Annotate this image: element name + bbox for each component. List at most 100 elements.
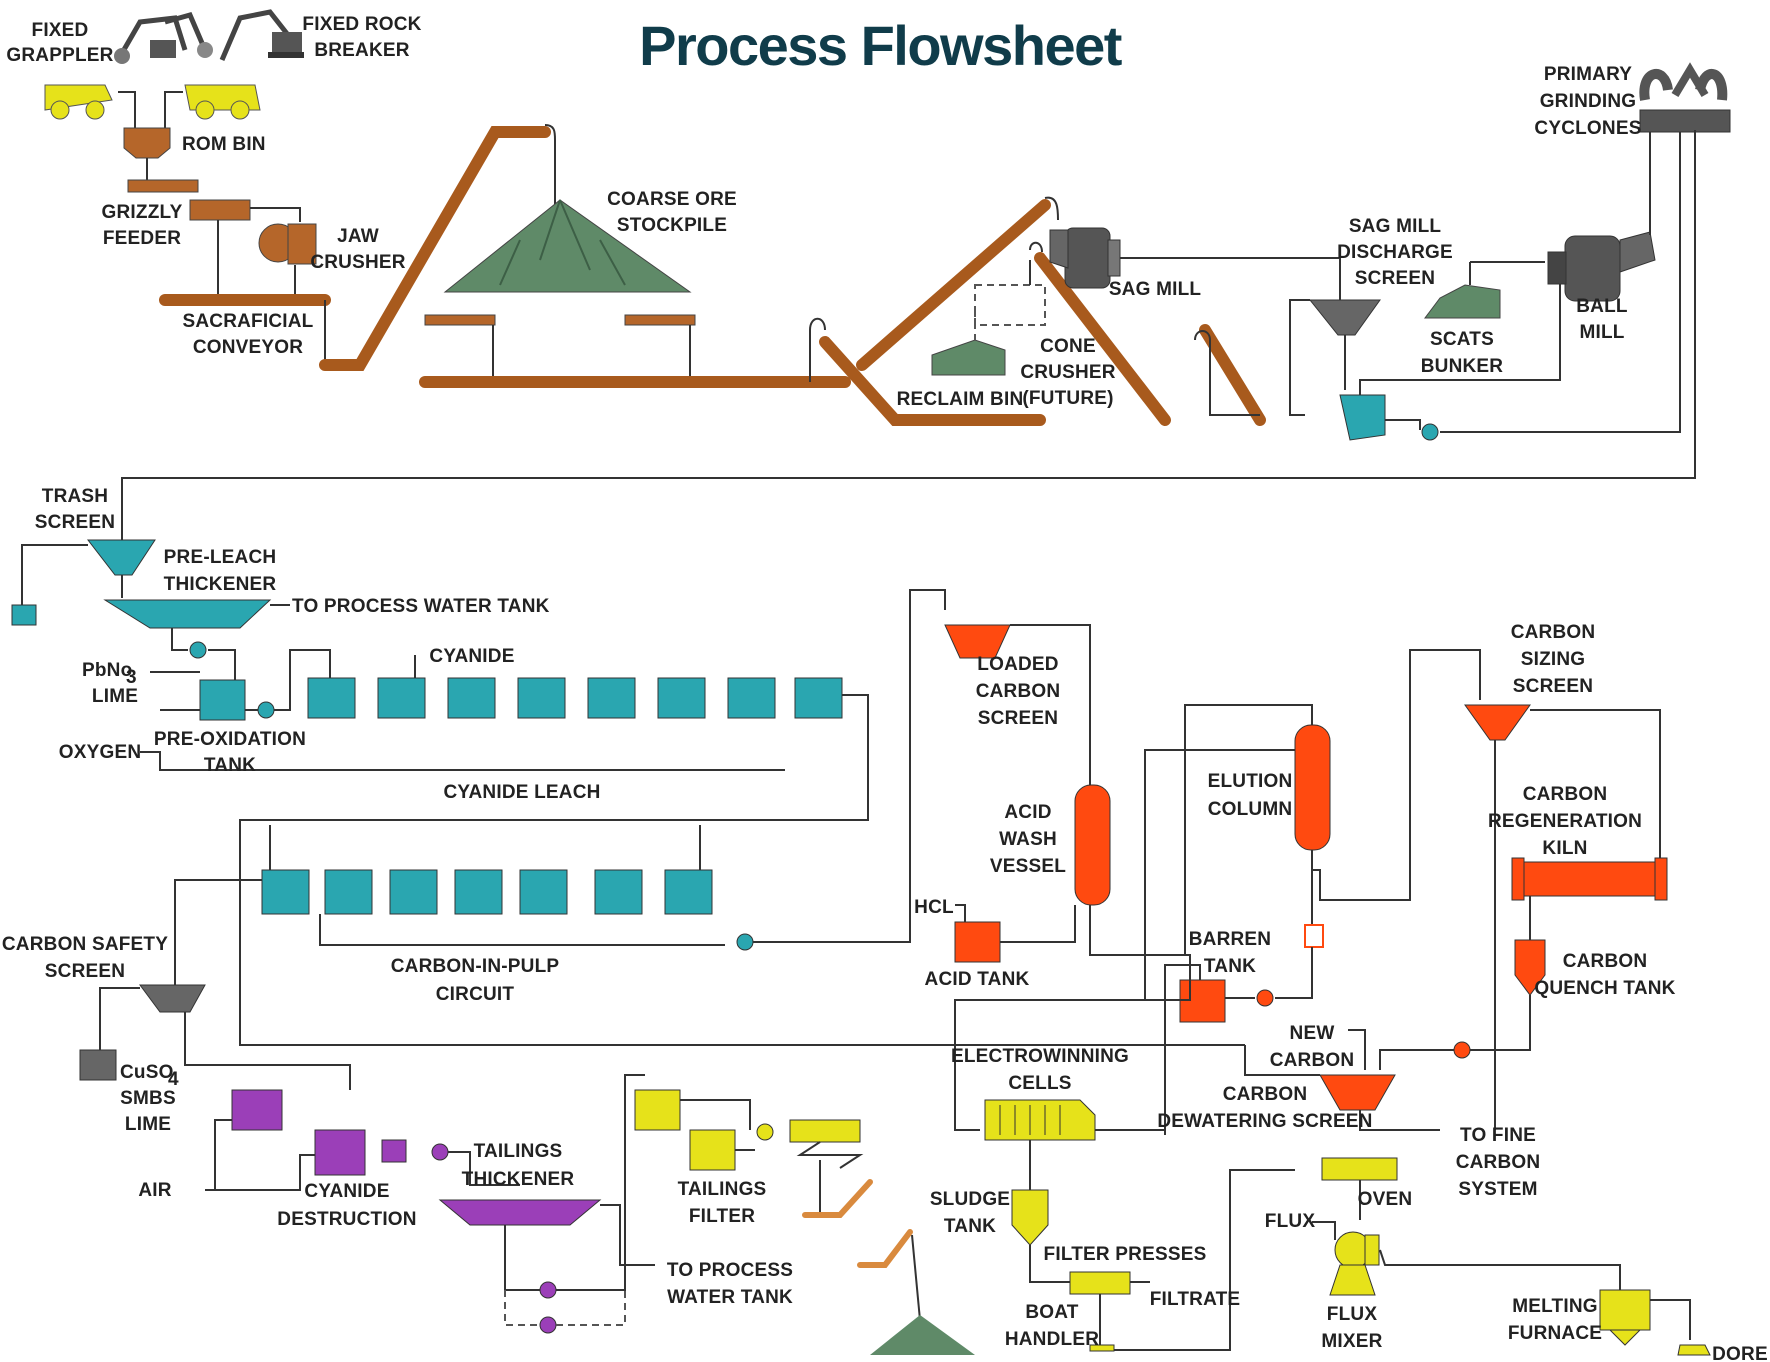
tailings-pump-2-icon: [539, 1316, 557, 1334]
svg-text:(FUTURE): (FUTURE): [1022, 388, 1113, 409]
trash-screen-icon: [86, 539, 156, 576]
svg-text:COARSE ORE: COARSE ORE: [607, 189, 737, 210]
heat-exchanger-icon: [1304, 924, 1324, 948]
label-dore: DORE: [1712, 1344, 1768, 1362]
leach-tank-row: [307, 677, 843, 719]
sag-mill-icon: [1049, 227, 1121, 289]
svg-text:PbNo: PbNo: [82, 660, 132, 681]
label-carbon-in-pulp-circuit: CARBON-IN-PULP CIRCUIT: [391, 956, 559, 1005]
label-filtrate: FILTRATE: [1150, 1289, 1240, 1310]
grizzly-feeder-icon: [127, 179, 199, 193]
filter-press-icon: [1069, 1271, 1131, 1295]
svg-text:CRUSHER: CRUSHER: [310, 252, 405, 273]
label-scats-bunker: SCATS BUNKER: [1421, 329, 1503, 377]
svg-text:COLUMN: COLUMN: [1208, 799, 1293, 820]
svg-text:SCREEN: SCREEN: [978, 708, 1058, 729]
svg-text:OVEN: OVEN: [1358, 1189, 1413, 1210]
tailings-conveyor-2: [857, 1229, 913, 1268]
svg-text:FLUX: FLUX: [1265, 1211, 1316, 1232]
thickener-pump-icon: [189, 641, 207, 659]
svg-text:FLUX: FLUX: [1327, 1304, 1378, 1325]
reclaim-bin-icon: [931, 339, 1006, 376]
detox-pump-icon: [431, 1143, 449, 1161]
label-sag-mill-discharge-screen: SAG MILL DISCHARGE SCREEN: [1337, 216, 1453, 289]
tailings-filter-tank-2-icon: [689, 1129, 736, 1171]
svg-text:CARBON: CARBON: [1563, 951, 1648, 972]
dore-bar-icon: [1677, 1344, 1711, 1356]
label-air: AIR: [138, 1180, 171, 1201]
label-carbon-regeneration-kiln: CARBON REGENERATION KILN: [1488, 784, 1642, 859]
label-carbon-quench-tank: CARBON QUENCH TANK: [1534, 951, 1675, 999]
svg-text:CONE: CONE: [1040, 336, 1096, 357]
svg-text:DISCHARGE: DISCHARGE: [1337, 242, 1453, 263]
svg-text:TAILINGS: TAILINGS: [474, 1141, 563, 1162]
svg-text:SLUDGE: SLUDGE: [930, 1189, 1010, 1210]
svg-text:PRIMARY: PRIMARY: [1544, 64, 1632, 85]
cip-pump-icon: [736, 933, 754, 951]
jaw-crusher-icon: [258, 223, 317, 265]
svg-text:TANK: TANK: [1204, 956, 1256, 977]
tailings-conveyor-1: [802, 1179, 873, 1218]
carbon-quench-tank-icon: [1514, 939, 1546, 996]
stockpile-feeder-left: [424, 314, 496, 326]
svg-text:FIXED ROCK: FIXED ROCK: [302, 14, 421, 35]
svg-text:SIZING: SIZING: [1521, 649, 1586, 670]
svg-text:ACID TANK: ACID TANK: [925, 969, 1030, 990]
filter-pump-icon: [756, 1123, 774, 1141]
svg-text:CARBON: CARBON: [1456, 1152, 1541, 1173]
cyanide-destruction-tank-3-icon: [381, 1139, 407, 1163]
sag-feed-conveyor-lower: [819, 336, 1046, 426]
svg-text:GRIZZLY: GRIZZLY: [102, 202, 183, 223]
electrowinning-cells-icon: [984, 1099, 1096, 1141]
svg-text:GRINDING: GRINDING: [1540, 91, 1637, 112]
svg-text:TO FINE: TO FINE: [1460, 1125, 1536, 1146]
svg-text:BARREN: BARREN: [1189, 929, 1271, 950]
svg-text:CYANIDE LEACH: CYANIDE LEACH: [443, 782, 600, 803]
grappler-icon: [114, 12, 213, 64]
cone-crusher-future-icon: [974, 284, 1046, 326]
coarse-ore-stockpile-icon: [443, 199, 692, 293]
pre-oxidation-tank-icon: [199, 679, 246, 721]
label-carbon-safety-screen: CARBON SAFETY SCREEN: [2, 934, 168, 982]
scats-conveyor: [1199, 324, 1266, 426]
svg-text:SCATS: SCATS: [1430, 329, 1494, 350]
svg-text:AIR: AIR: [138, 1180, 171, 1201]
cone-crusher-conveyor: [1034, 252, 1171, 426]
svg-text:TAILINGS: TAILINGS: [678, 1179, 767, 1200]
pre-leach-thickener-icon: [103, 599, 272, 629]
flux-mixer-icon: [1329, 1231, 1380, 1296]
grizzly-screen-icon: [189, 199, 251, 221]
svg-text:CARBON: CARBON: [1270, 1050, 1355, 1071]
label-sacrificial-conveyor: SACRAFICIAL CONVEYOR: [183, 311, 314, 358]
svg-text:DORE: DORE: [1712, 1344, 1768, 1362]
svg-text:TO PROCESS: TO PROCESS: [667, 1260, 793, 1281]
page-title: Process Flowsheet: [639, 14, 1122, 77]
label-loaded-carbon-screen: LOADED CARBON SCREEN: [976, 654, 1060, 729]
haul-truck-right-icon: [184, 84, 261, 120]
boat-handler-icon: [1089, 1344, 1115, 1352]
acid-tank-icon: [954, 921, 1001, 963]
svg-text:LOADED: LOADED: [977, 654, 1058, 675]
label-pre-leach-thickener: PRE-LEACH THICKENER: [164, 547, 277, 595]
svg-text:REGENERATION: REGENERATION: [1488, 811, 1642, 832]
svg-text:CELLS: CELLS: [1008, 1073, 1071, 1094]
label-flux-mixer: FLUX MIXER: [1321, 1304, 1382, 1352]
svg-text:RECLAIM BIN: RECLAIM BIN: [897, 389, 1024, 410]
svg-text:FIXED: FIXED: [32, 20, 89, 41]
svg-text:CRUSHER: CRUSHER: [1020, 362, 1115, 383]
svg-text:THICKENER: THICKENER: [462, 1169, 575, 1190]
svg-text:SCREEN: SCREEN: [1355, 268, 1435, 289]
svg-text:SYSTEM: SYSTEM: [1458, 1179, 1537, 1200]
mill-pump-icon: [1421, 423, 1439, 441]
label-carbon-sizing-screen: CARBON SIZING SCREEN: [1511, 622, 1596, 697]
svg-text:CARBON: CARBON: [1511, 622, 1596, 643]
acid-wash-vessel-icon: [1074, 784, 1111, 906]
carbon-safety-screen-icon: [139, 984, 206, 1013]
label-elution-column: ELUTION COLUMN: [1208, 771, 1293, 820]
svg-text:CIRCUIT: CIRCUIT: [436, 984, 515, 1005]
cip-tank-row: [261, 869, 713, 915]
label-sag-mill: SAG MILL: [1109, 279, 1201, 300]
svg-text:TANK: TANK: [204, 755, 256, 776]
